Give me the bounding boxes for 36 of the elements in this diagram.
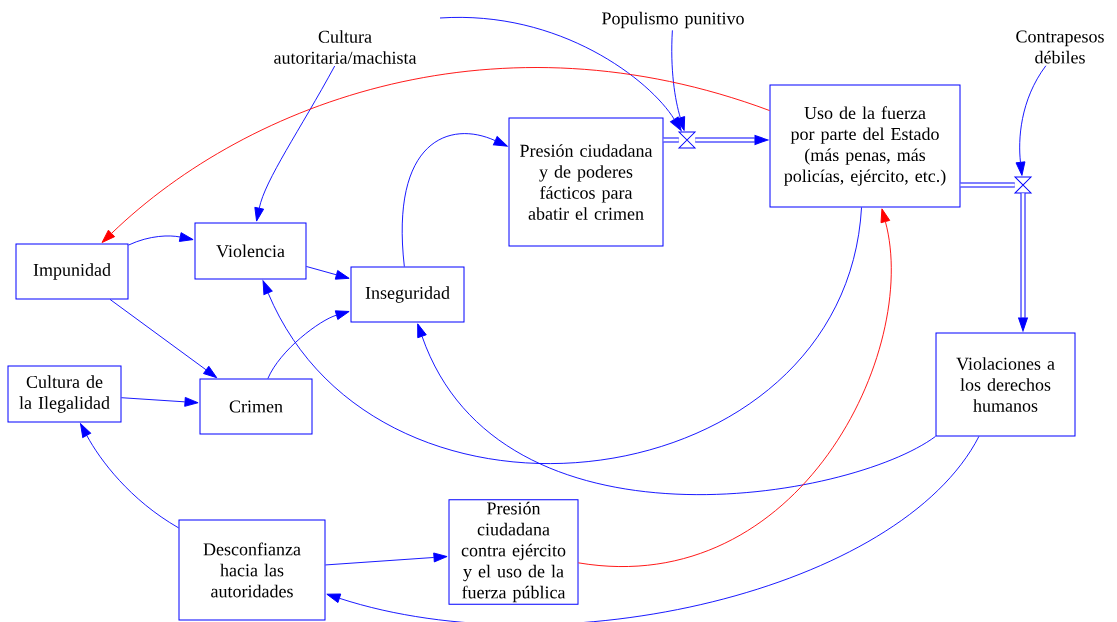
flow-pipe bbox=[960, 182, 1015, 188]
arrow bbox=[254, 65, 336, 222]
process-box: Violaciones a los derechos humanos bbox=[935, 332, 1076, 437]
arrow bbox=[80, 423, 179, 529]
arrow bbox=[306, 266, 350, 280]
arrow bbox=[401, 133, 508, 267]
arrow bbox=[578, 208, 892, 567]
variable-label: Cultura autoritaria/machista bbox=[274, 30, 417, 64]
process-box: Inseguridad bbox=[350, 266, 465, 323]
arrow bbox=[128, 232, 194, 246]
arrow bbox=[326, 436, 980, 622]
variable-label: Contrapesos débiles bbox=[1016, 30, 1104, 64]
flow-pipe bbox=[663, 137, 679, 143]
process-box: Desconfianza hacia las autoridades bbox=[178, 519, 326, 621]
arrow bbox=[262, 207, 862, 464]
process-box: Crimen bbox=[199, 378, 313, 435]
flow-pipe bbox=[695, 135, 769, 145]
arrow bbox=[267, 310, 350, 379]
process-box: Violencia bbox=[194, 222, 307, 280]
process-box: Presión ciudadana contra ejército y el uso de la fuerza pública bbox=[448, 499, 579, 605]
arrow bbox=[121, 396, 199, 407]
arrow bbox=[671, 29, 686, 131]
flow-pipe bbox=[1018, 193, 1028, 332]
valve-symbol bbox=[678, 131, 696, 149]
process-box: Impunidad bbox=[15, 243, 129, 300]
process-box: Uso de la fuerza por parte del Estado (más penas, más policías, ejército, etc.) bbox=[769, 84, 961, 208]
process-box: Cultura de la Ilegalidad bbox=[7, 365, 122, 423]
arrow bbox=[109, 299, 218, 379]
arrow bbox=[439, 17, 682, 132]
arrow bbox=[325, 552, 448, 566]
variable-label: Populismo punitivo bbox=[602, 11, 744, 29]
valve-symbol bbox=[1014, 176, 1032, 194]
arrow bbox=[1015, 65, 1047, 176]
process-box: Presión ciudadana y de poderes fácticos para abatir el crimen bbox=[508, 117, 664, 247]
arrow bbox=[101, 67, 770, 243]
arrow bbox=[417, 323, 936, 495]
